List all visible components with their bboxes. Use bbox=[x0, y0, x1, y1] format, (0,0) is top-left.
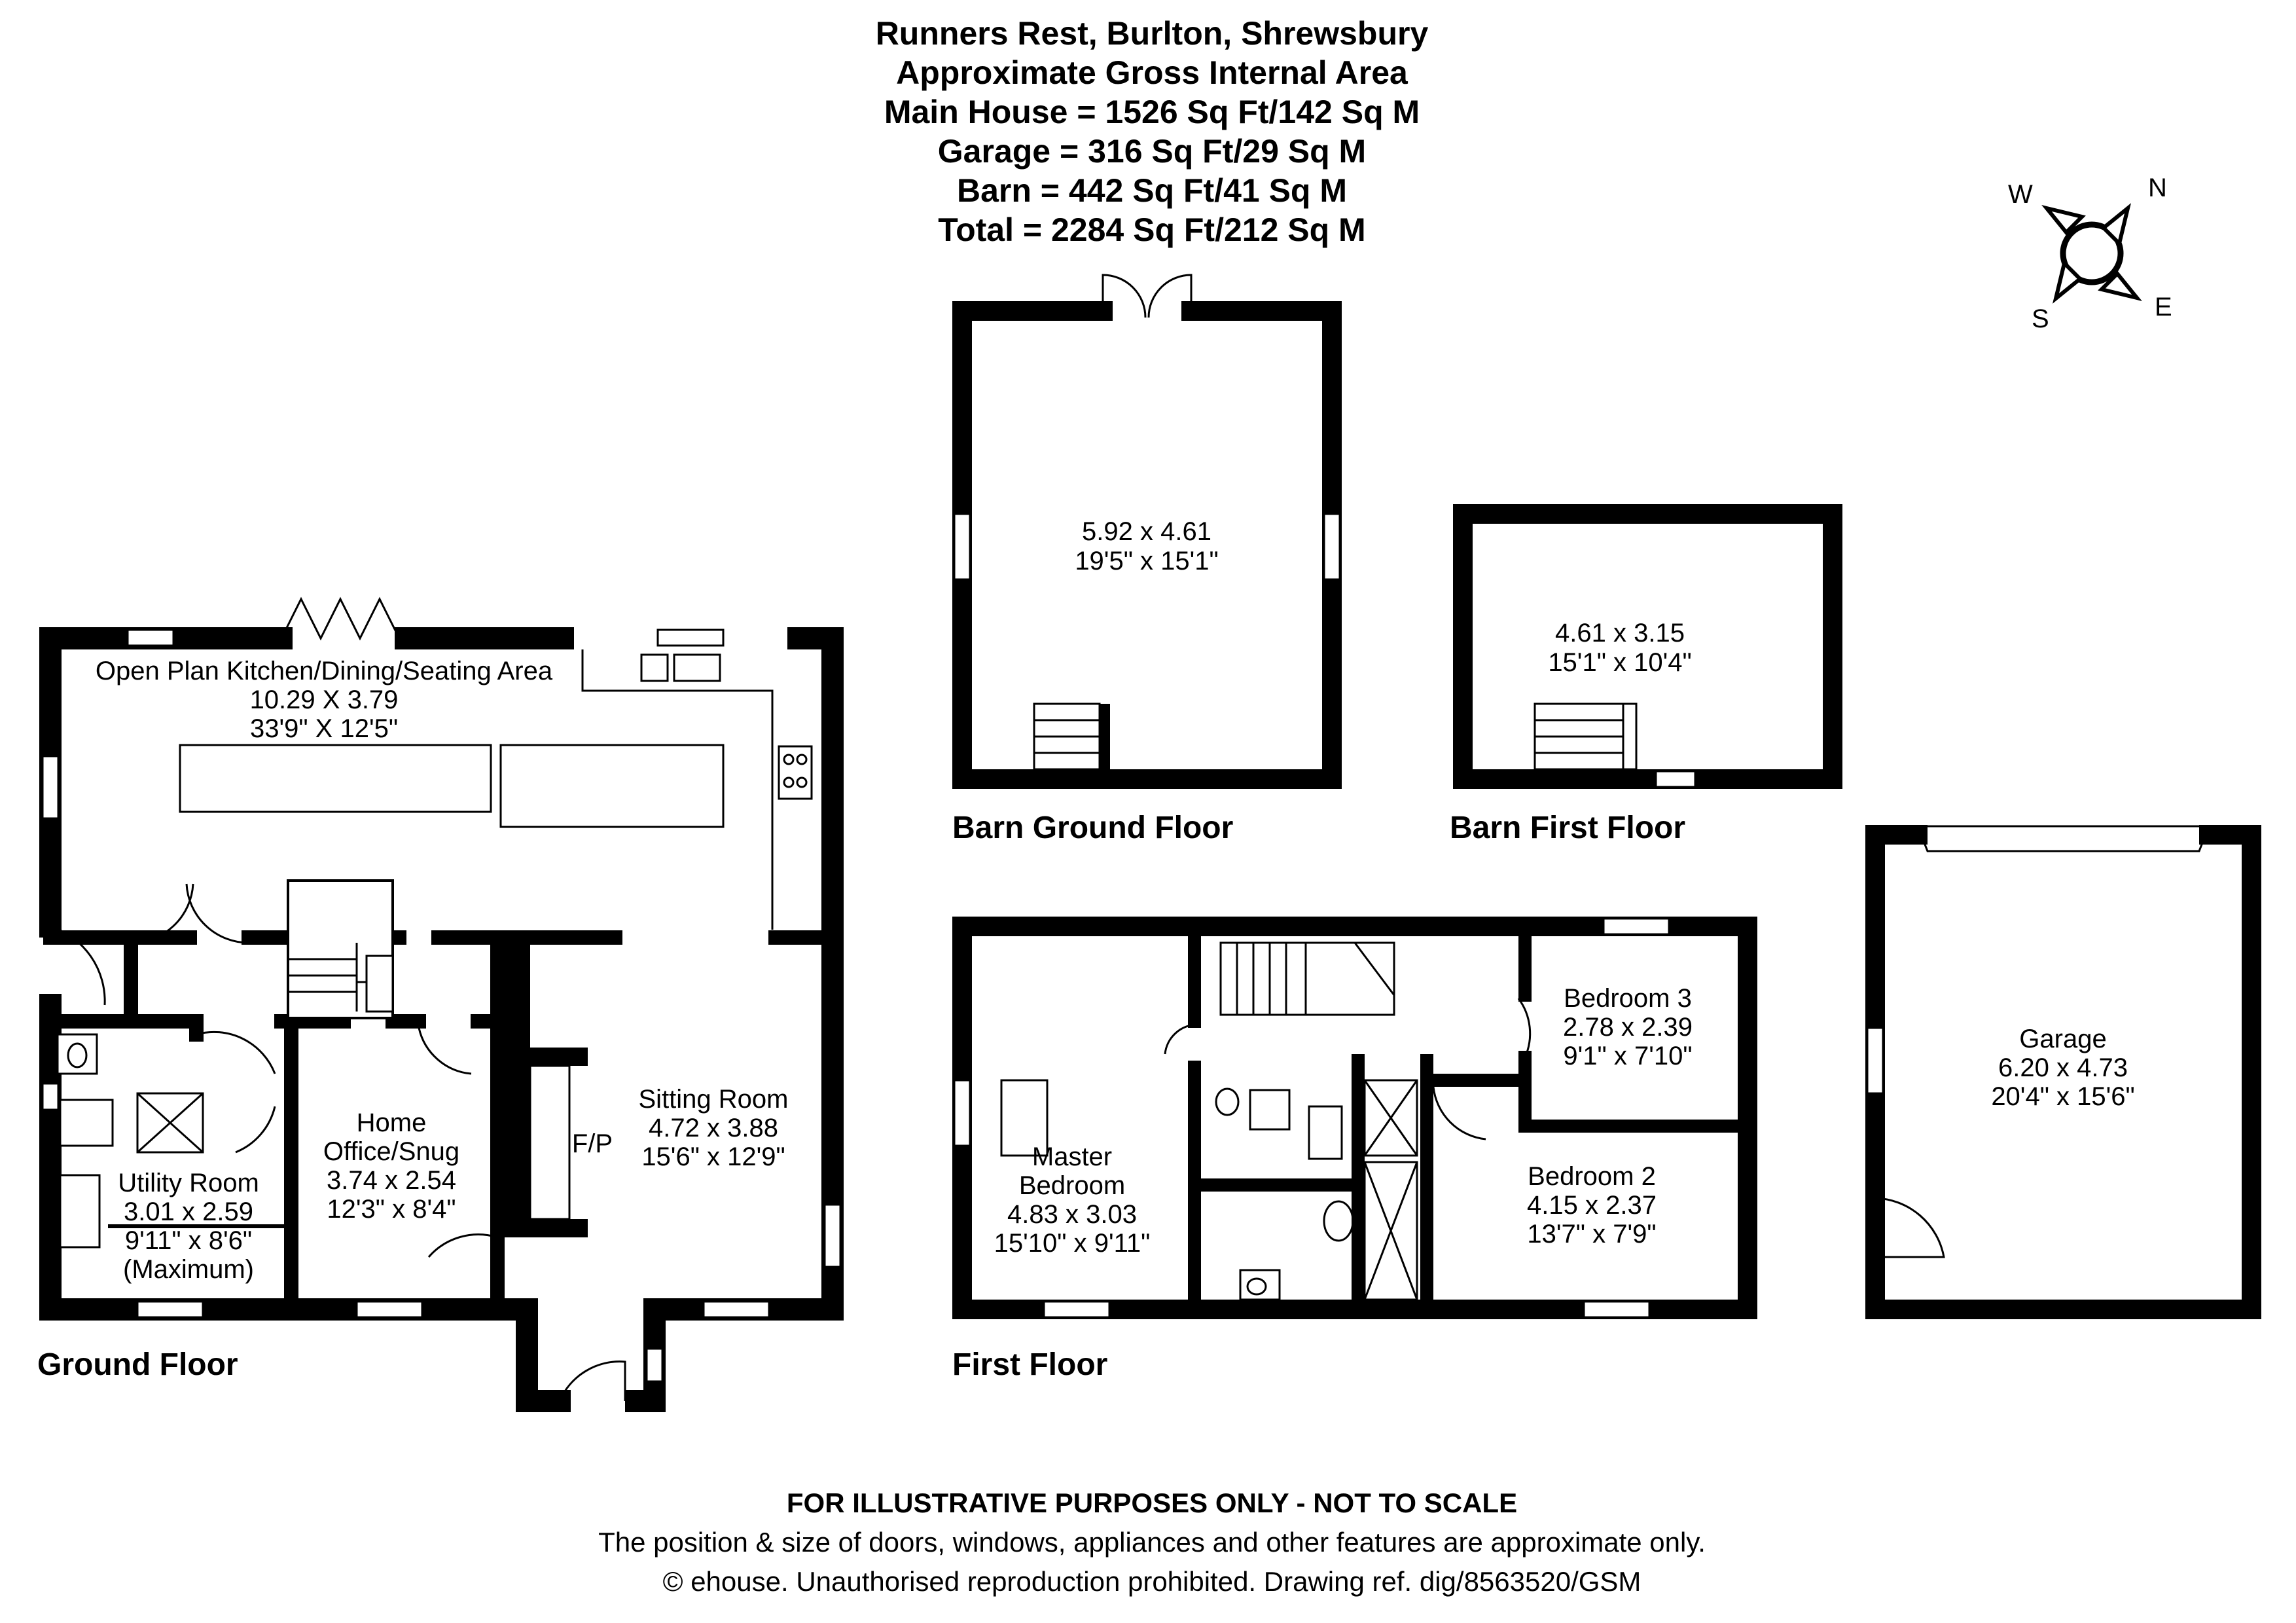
compass-east: E bbox=[2155, 293, 2172, 321]
fireplace-label: F/P bbox=[572, 1129, 613, 1158]
disclaimer-heading: FOR ILLUSTRATIVE PURPOSES ONLY - NOT TO … bbox=[787, 1487, 1517, 1518]
barn-first-floor-plan: 4.61 x 3.15 15'1" x 10'4" bbox=[1453, 504, 1842, 789]
barn-area: Barn = 442 Sq Ft/41 Sq M bbox=[957, 172, 1347, 209]
sitting-name: Sitting Room bbox=[639, 1085, 789, 1114]
bedroom2-name: Bedroom 2 bbox=[1528, 1162, 1656, 1191]
master-imperial: 15'10" x 9'11" bbox=[994, 1229, 1151, 1258]
compass-north: N bbox=[2148, 173, 2167, 202]
garage-plan: Garage 6.20 x 4.73 20'4" x 15'6" bbox=[1865, 825, 2261, 1319]
copyright-text: © ehouse. Unauthorised reproduction proh… bbox=[663, 1566, 1641, 1597]
barn-first-floor-label: Barn First Floor bbox=[1450, 811, 1685, 845]
master-metric: 4.83 x 3.03 bbox=[1007, 1200, 1137, 1229]
bedroom3-name: Bedroom 3 bbox=[1564, 984, 1692, 1013]
sitting-metric: 4.72 x 3.88 bbox=[649, 1114, 778, 1142]
total-area: Total = 2284 Sq Ft/212 Sq M bbox=[938, 211, 1365, 248]
utility-name: Utility Room bbox=[118, 1169, 259, 1197]
office-name-line1: Home bbox=[357, 1108, 427, 1137]
master-name-line1: Master bbox=[1032, 1142, 1112, 1171]
barn-first-imperial: 15'1" x 10'4" bbox=[1548, 648, 1691, 677]
barn-first-metric: 4.61 x 3.15 bbox=[1555, 619, 1685, 647]
bedroom3-imperial: 9'1" x 7'10" bbox=[1563, 1042, 1692, 1070]
barn-ground-metric: 5.92 x 4.61 bbox=[1082, 517, 1211, 546]
disclaimer: FOR ILLUSTRATIVE PURPOSES ONLY - NOT TO … bbox=[598, 1487, 1706, 1597]
barn-ground-floor-label: Barn Ground Floor bbox=[952, 811, 1233, 845]
utility-metric: 3.01 x 2.59 bbox=[124, 1197, 253, 1226]
garage-name: Garage bbox=[2019, 1025, 2106, 1053]
first-floor-label: First Floor bbox=[952, 1347, 1107, 1382]
utility-imperial: 9'11" x 8'6" bbox=[125, 1226, 252, 1255]
area-heading: Approximate Gross Internal Area bbox=[896, 54, 1408, 91]
utility-note: (Maximum) bbox=[123, 1255, 254, 1284]
compass-icon: N E S W bbox=[2008, 173, 2172, 333]
main-house-area: Main House = 1526 Sq Ft/142 Sq M bbox=[884, 94, 1420, 130]
area-summary: Runners Rest, Burlton, Shrewsbury Approx… bbox=[876, 15, 1429, 248]
first-floor-plan: Master Bedroom 4.83 x 3.03 15'10" x 9'11… bbox=[952, 917, 1757, 1319]
office-metric: 3.74 x 2.54 bbox=[327, 1166, 456, 1195]
bedroom2-imperial: 13'7" x 7'9" bbox=[1527, 1220, 1656, 1249]
bedroom3-metric: 2.78 x 2.39 bbox=[1563, 1013, 1693, 1042]
ground-floor-label: Ground Floor bbox=[37, 1347, 238, 1382]
garage-imperial: 20'4" x 15'6" bbox=[1991, 1082, 2134, 1111]
garage-metric: 6.20 x 4.73 bbox=[1998, 1053, 2128, 1082]
bedroom2-metric: 4.15 x 2.37 bbox=[1527, 1191, 1657, 1220]
kitchen-name: Open Plan Kitchen/Dining/Seating Area bbox=[96, 657, 553, 685]
disclaimer-text: The position & size of doors, windows, a… bbox=[598, 1527, 1706, 1558]
barn-ground-imperial: 19'5" x 15'1" bbox=[1075, 547, 1218, 575]
sitting-imperial: 15'6" x 12'9" bbox=[641, 1142, 785, 1171]
barn-ground-floor-plan: 5.92 x 4.61 19'5" x 15'1" bbox=[952, 274, 1342, 789]
office-name-line2: Office/Snug bbox=[323, 1137, 459, 1166]
kitchen-metric: 10.29 X 3.79 bbox=[250, 685, 399, 714]
property-address: Runners Rest, Burlton, Shrewsbury bbox=[876, 15, 1429, 52]
garage-area: Garage = 316 Sq Ft/29 Sq M bbox=[938, 133, 1366, 170]
compass-south: S bbox=[2032, 304, 2049, 333]
master-name-line2: Bedroom bbox=[1019, 1171, 1125, 1200]
office-imperial: 12'3" x 8'4" bbox=[327, 1195, 456, 1224]
kitchen-imperial: 33'9" X 12'5" bbox=[250, 714, 398, 743]
ground-floor-plan: Open Plan Kitchen/Dining/Seating Area 10… bbox=[39, 596, 844, 1412]
compass-west: W bbox=[2008, 180, 2033, 209]
